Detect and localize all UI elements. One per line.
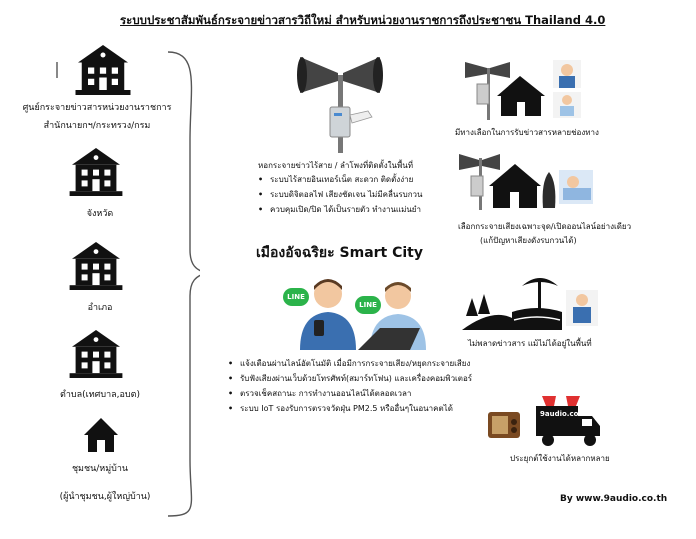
district-building-icon	[69, 242, 123, 290]
level-ministry-label: ศูนย์กระจายข่าวสารหน่วยงานราชการ	[22, 103, 172, 113]
smart-city-heading: เมืองอัจฉริยะ Smart City	[256, 245, 424, 261]
page-title: ระบบประชาสัมพันธ์กระจายข่าวสารวิถีใหม่ ส…	[120, 13, 606, 27]
zone-caption: เลือกกระจายเสียงเฉพาะจุด/เปิดออนไลน์อย่า…	[458, 222, 632, 231]
channels-caption: มีทางเลือกในการรับข่าวสารหลายช่องทาง	[455, 128, 599, 137]
speaker-pole-icon	[297, 57, 383, 153]
online-feature-item: ระบบ IoT รองรับการตรวจวัดฝุ่น PM2.5 หรือ…	[228, 401, 472, 416]
online-feature-list: แจ้งเตือนผ่านไลน์อัตโนมัติ เมื่อมีการกระ…	[228, 356, 472, 416]
speaker-feature-item: ระบบดิจิตอลไฟ เสียงชัดเจน ไม่มีคลื่นรบกว…	[258, 187, 423, 202]
zone-caption-note: (แก้ปัญหาเสียงดังรบกวนได้)	[480, 236, 577, 245]
line-users-illustration	[300, 279, 426, 350]
line-badge-1: LINE	[283, 288, 309, 306]
province-building-icon	[69, 148, 123, 196]
applications-illustration	[488, 396, 600, 446]
government-building-icon	[56, 45, 131, 95]
speaker-feature-list: ระบบไร้สายอินเทอร์เน็ต สะดวก ติดตั้งง่าย…	[258, 172, 423, 217]
speaker-feature-item: ควบคุมเปิด/ปิด ได้เป็นรายตัว ทำงานแม่นยำ	[258, 202, 423, 217]
remote-caption: ไม่พลาดข่าวสาร แม้ไม่ได้อยู่ในพื้นที่	[468, 339, 592, 348]
level-ministry: ศูนย์กระจายข่าวสารหน่วยงานราชการ สำนักนา…	[4, 100, 190, 132]
online-feature-item: รับฟังเสียงผ่านเว็บด้วยโทรศัพท์(สมาร์ทโฟ…	[228, 371, 472, 386]
hierarchy-icons	[56, 45, 200, 517]
applications-caption: ประยุกต์ใช้งานได้หลากหลาย	[510, 454, 610, 463]
truck-text: 9audio.co.th	[540, 410, 590, 418]
speaker-caption: หอกระจายข่าวไร้สาย / ลำโพงที่ติดตั้งในพื…	[258, 161, 414, 170]
online-feature-item: ตรวจเช็คสถานะ การทำงานออนไลน์ได้ตลอดเวลา	[228, 386, 472, 401]
grouping-brace	[167, 51, 200, 517]
level-province-label: จังหวัด	[86, 209, 114, 219]
online-feature-item: แจ้งเตือนผ่านไลน์อัตโนมัติ เมื่อมีการกระ…	[228, 356, 472, 371]
subdistrict-building-icon	[69, 330, 123, 378]
line-badge-2: LINE	[355, 296, 381, 314]
level-district-label: อำเภอ	[87, 303, 113, 313]
level-village-label: ชุมชน/หมู่บ้าน	[71, 464, 129, 474]
zone-broadcast-illustration	[459, 154, 593, 210]
level-ministry-sublabel: สำนักนายกฯ/กระทรวง/กรม	[43, 121, 151, 131]
level-village-sublabel: (ผู้นำชุมชน,ผู้ใหญ่บ้าน)	[59, 492, 151, 502]
level-subdistrict-label: ตำบล(เทศบาล,อบต)	[60, 390, 140, 400]
channels-illustration	[465, 60, 581, 120]
credit-text: By www.9audio.co.th	[560, 494, 668, 504]
speaker-feature-item: ระบบไร้สายอินเทอร์เน็ต สะดวก ติดตั้งง่าย	[258, 172, 423, 187]
remote-listening-illustration	[462, 278, 598, 330]
house-icon	[84, 418, 118, 452]
